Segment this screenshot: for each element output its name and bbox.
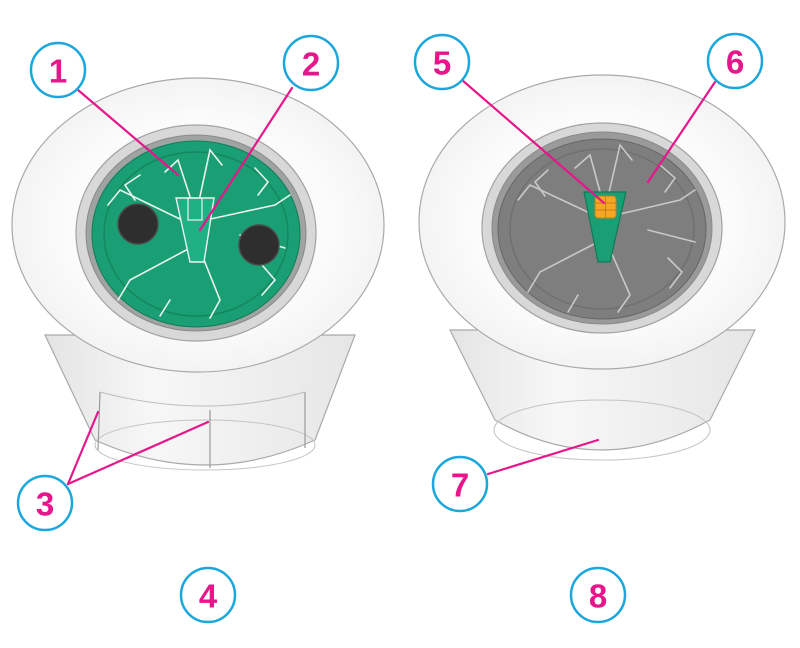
callout-3: 3 bbox=[16, 474, 74, 532]
callout-7: 7 bbox=[431, 455, 489, 513]
left-roll-seam-band bbox=[99, 391, 306, 407]
leader-5 bbox=[460, 78, 606, 205]
callout-4-label: 4 bbox=[199, 578, 218, 615]
left-roll-seam-1 bbox=[97, 391, 101, 451]
callout-3-label: 3 bbox=[36, 486, 54, 523]
callout-2: 2 bbox=[282, 34, 340, 92]
callout-8-label: 8 bbox=[589, 578, 607, 615]
left-roll-bottom-edge bbox=[94, 419, 316, 471]
leader-lines bbox=[66, 78, 717, 486]
right-roll-body bbox=[449, 329, 756, 451]
callout-4: 4 bbox=[179, 566, 237, 624]
leader-3a bbox=[66, 410, 100, 486]
chip-icon bbox=[594, 195, 617, 219]
left-roll bbox=[11, 77, 385, 471]
left-green-tray-inner bbox=[103, 151, 289, 317]
callout-5-label: 5 bbox=[433, 45, 451, 82]
left-roll-body bbox=[44, 334, 356, 466]
callout-7-label: 7 bbox=[451, 467, 469, 504]
right-grey-tray-inner bbox=[509, 148, 695, 310]
callout-2-label: 2 bbox=[302, 46, 320, 83]
leader-6 bbox=[646, 80, 717, 184]
callout-6: 6 bbox=[706, 32, 764, 90]
right-roll bbox=[418, 74, 786, 461]
callout-1-label: 1 bbox=[49, 53, 67, 90]
callout-8: 8 bbox=[569, 566, 627, 624]
right-roll-bottom-edge bbox=[493, 399, 711, 461]
left-marker-dot-1 bbox=[117, 203, 159, 245]
left-tray-ribs bbox=[107, 148, 291, 319]
callout-1: 1 bbox=[29, 41, 87, 99]
leader-7 bbox=[486, 438, 600, 476]
callout-5: 5 bbox=[413, 33, 471, 91]
left-marker-dot-2 bbox=[238, 224, 280, 266]
left-center-slot bbox=[187, 197, 203, 221]
leader-2 bbox=[198, 86, 294, 232]
leader-1 bbox=[76, 88, 180, 177]
callout-6-label: 6 bbox=[726, 44, 744, 81]
leader-3b bbox=[66, 420, 210, 486]
